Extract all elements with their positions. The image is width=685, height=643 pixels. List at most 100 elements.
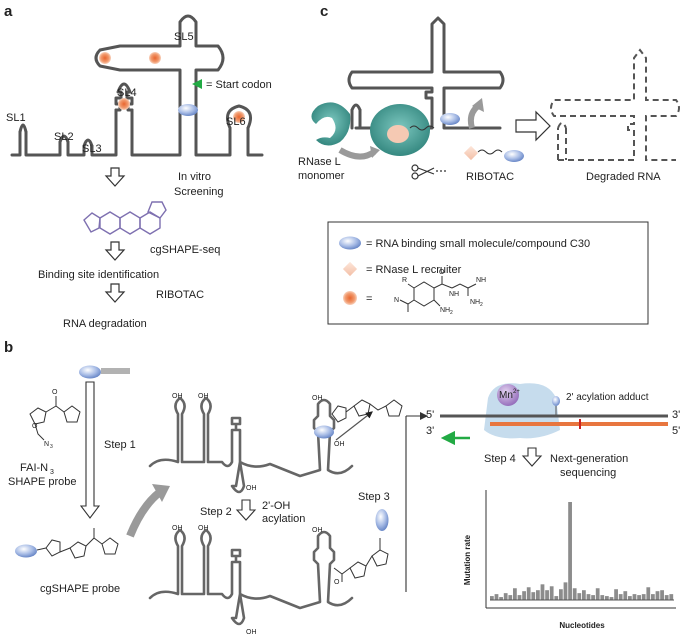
rnase-label: RNase L bbox=[298, 156, 341, 168]
ngs-label: sequencing bbox=[560, 467, 616, 479]
step2-label: Step 2 bbox=[200, 506, 232, 518]
rna-degradation-label: RNA degradation bbox=[63, 318, 147, 330]
screening-label: Screening bbox=[174, 186, 224, 198]
y-axis-label: Mutation rate bbox=[463, 534, 472, 585]
recruit-arrowhead bbox=[370, 146, 380, 158]
ribotac-ligand-bound bbox=[440, 113, 460, 125]
mutation-bar bbox=[526, 587, 531, 600]
legend-site-icon bbox=[343, 291, 357, 305]
step1-label: Step 1 bbox=[104, 439, 136, 451]
panel-c: c RNase L monomer RIBOT bbox=[298, 3, 680, 325]
mutation-bar bbox=[559, 589, 563, 600]
oh-label: OH bbox=[198, 525, 209, 532]
atom-label: NH bbox=[476, 277, 486, 284]
panel-a: a SL5 SL4 SL1 SL2 SL3 SL6 = Start codon … bbox=[4, 3, 272, 330]
atom-label: NH bbox=[440, 307, 450, 314]
legend-text: = RNA binding small molecule/compound C3… bbox=[366, 238, 590, 250]
step1-arrow bbox=[79, 381, 101, 519]
mutation-bar bbox=[600, 595, 605, 600]
atom-label: 3 bbox=[50, 444, 53, 450]
binding-site-marker bbox=[118, 98, 130, 110]
fai-label: FAI-N bbox=[20, 462, 48, 474]
acylation-label: acylation bbox=[262, 513, 305, 525]
step4-arrow bbox=[521, 447, 543, 467]
atom-label: 2 bbox=[480, 302, 483, 308]
acylated-adduct: O bbox=[333, 538, 389, 586]
atom-label: N bbox=[394, 297, 399, 304]
mutation-bar bbox=[655, 591, 660, 600]
strand-end-3: 3' bbox=[672, 409, 680, 421]
legend-text: = bbox=[366, 293, 372, 305]
mutation-bar bbox=[490, 596, 494, 600]
mutation-bar bbox=[669, 594, 674, 600]
mutation-bar bbox=[577, 593, 582, 600]
mutation-bar bbox=[582, 590, 586, 600]
oh-label: OH bbox=[312, 395, 323, 402]
rnase-l-monomer bbox=[311, 102, 351, 146]
ngs-label: Next-generation bbox=[550, 453, 628, 465]
mutation-bar bbox=[503, 593, 508, 600]
mutation-bar bbox=[618, 594, 623, 600]
mutation-chart: Mutation rate Nucleotides bbox=[463, 490, 676, 630]
stem-loop-label: SL2 bbox=[54, 131, 74, 143]
atom-label: O bbox=[52, 389, 58, 396]
degraded-loop bbox=[557, 122, 567, 129]
recruiter-bound bbox=[387, 125, 409, 143]
panel-label-a: a bbox=[4, 3, 13, 20]
linker bbox=[477, 149, 503, 155]
flow-arrow bbox=[104, 241, 126, 261]
sl6-loop bbox=[226, 104, 252, 130]
mutation-bar bbox=[609, 597, 614, 600]
binding-site-marker bbox=[149, 52, 161, 64]
legend-recruiter-icon bbox=[342, 261, 358, 277]
mutation-bar bbox=[664, 595, 669, 600]
mutation-bar bbox=[628, 596, 632, 600]
mn-superscript: 2+ bbox=[513, 389, 520, 395]
degradation-arrow bbox=[515, 110, 551, 142]
atom-label: O bbox=[334, 579, 340, 586]
mutation-bar bbox=[508, 595, 513, 600]
scissors-icon bbox=[411, 164, 446, 180]
sl1-loop bbox=[18, 123, 28, 134]
adduct-marker bbox=[552, 396, 560, 406]
atom-label: 2 bbox=[450, 310, 453, 316]
strand-end-5: 5' bbox=[426, 409, 434, 421]
ribotac-ligand bbox=[504, 150, 524, 162]
start-codon-marker bbox=[192, 79, 202, 89]
reverse-transcriptase bbox=[484, 383, 560, 439]
mutation-bar bbox=[549, 586, 554, 600]
rna-structure-bottom bbox=[148, 528, 354, 626]
cgshape-ligand bbox=[15, 544, 37, 558]
sl5-stem bbox=[94, 14, 225, 94]
mutation-bar bbox=[641, 594, 646, 600]
stem-loop-label: SL5 bbox=[174, 31, 194, 43]
recruit-arrow bbox=[338, 147, 376, 160]
mn-ion bbox=[497, 384, 519, 406]
legend-text: = RNase L recruiter bbox=[366, 264, 462, 276]
binding-site-marker bbox=[233, 111, 245, 123]
bind-arrow bbox=[467, 103, 481, 129]
stem-loop-label: SL3 bbox=[82, 143, 102, 155]
step3-bracket bbox=[405, 415, 420, 592]
mutation-bar bbox=[522, 591, 526, 600]
flow-arrow bbox=[104, 283, 126, 303]
mutation-bar bbox=[660, 590, 664, 600]
atom-label: NH bbox=[470, 299, 480, 306]
sl3-loop bbox=[82, 138, 94, 148]
mutation-bar bbox=[494, 594, 499, 600]
adduct-label: 2' acylation adduct bbox=[566, 392, 649, 403]
mutation-bar bbox=[614, 589, 618, 600]
mutation-bar bbox=[563, 582, 568, 600]
degraded-rna-shape bbox=[550, 48, 680, 161]
flow-arrow bbox=[104, 167, 126, 187]
sl4-stem bbox=[114, 82, 134, 112]
mutation-bar bbox=[623, 591, 628, 600]
oh-label: OH bbox=[172, 393, 183, 400]
step3-arrowhead bbox=[420, 412, 428, 420]
adduct-ligand bbox=[375, 509, 389, 531]
ribotac-label: RIBOTAC bbox=[156, 289, 204, 301]
small-molecule-ligand bbox=[178, 104, 198, 116]
rna-backbone-a bbox=[10, 90, 264, 157]
mutation-bar bbox=[499, 597, 503, 600]
legend-box bbox=[327, 221, 649, 325]
